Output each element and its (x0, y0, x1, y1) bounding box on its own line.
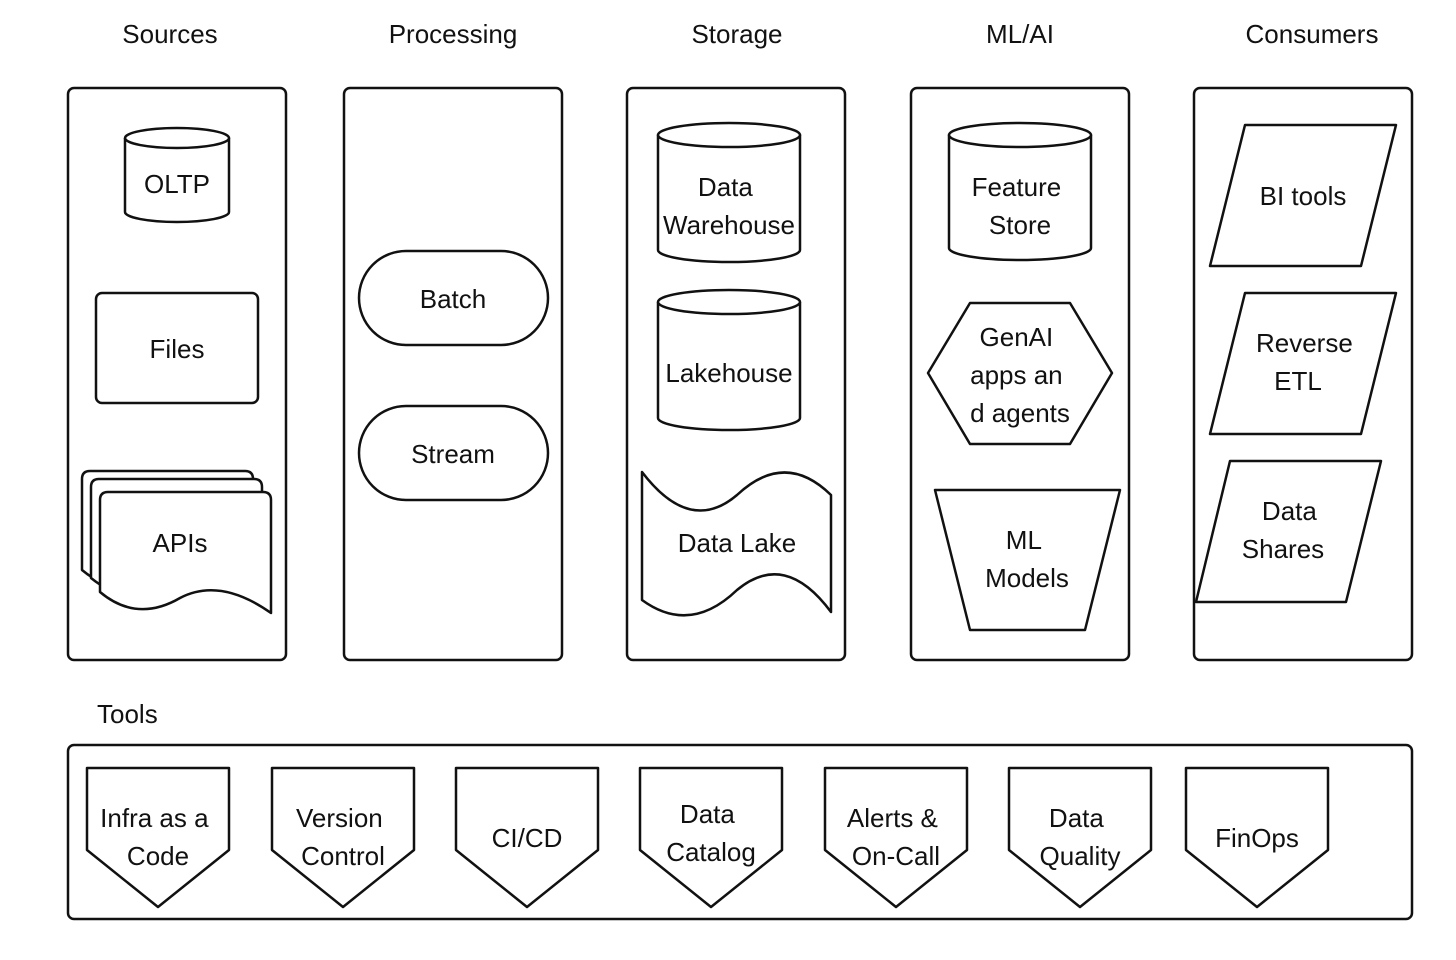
oltp-label: OLTP (144, 169, 210, 199)
column-title-storage: Storage (691, 19, 782, 49)
ml-models-trapezoid-node: ML Models (933, 488, 1122, 632)
tool-infra-as-code: Infra as a Code (85, 766, 231, 909)
data-catalog-label: Data Catalog (666, 799, 756, 867)
version-control-label: Version Control (296, 803, 390, 871)
apis-multi-document-node: APIs (80, 469, 273, 615)
oltp-database-node: OLTP (123, 126, 231, 224)
column-title-sources: Sources (122, 19, 217, 49)
tool-ci-cd: CI/CD (454, 766, 600, 909)
column-title-ml-ai: ML/AI (986, 19, 1054, 49)
tool-data-quality: Data Quality (1007, 766, 1153, 909)
data-shares-parallelogram-node: Data Shares (1194, 459, 1383, 604)
files-node: Files (94, 291, 260, 405)
tool-finops: FinOps (1184, 766, 1330, 909)
data-lake-wave-node: Data Lake (640, 470, 833, 617)
alerts-on-call-label: Alerts & On-Call (847, 803, 945, 871)
data-warehouse-database-node: Data Warehouse (656, 121, 802, 264)
files-label: Files (150, 334, 205, 364)
feature-store-label: Feature Store (972, 172, 1069, 240)
lakehouse-label: Lakehouse (665, 358, 792, 388)
column-title-processing: Processing (389, 19, 518, 49)
reverse-etl-label: Reverse ETL (1256, 328, 1360, 396)
genai-label: GenAI apps an d agents (970, 322, 1070, 428)
infra-as-code-label: Infra as a Code (100, 803, 216, 871)
data-quality-label: Data Quality (1040, 803, 1121, 871)
tools-title: Tools (97, 699, 158, 729)
data-lake-label: Data Lake (678, 528, 797, 558)
tool-data-catalog: Data Catalog (638, 766, 784, 909)
data-shares-label: Data Shares (1242, 496, 1324, 564)
bi-tools-label: BI tools (1260, 181, 1347, 211)
reverse-etl-parallelogram-node: Reverse ETL (1208, 291, 1398, 436)
ci-cd-label: CI/CD (492, 823, 563, 853)
apis-label: APIs (153, 528, 208, 558)
batch-label: Batch (420, 284, 487, 314)
finops-label: FinOps (1215, 823, 1299, 853)
ml-models-label: ML Models (985, 525, 1069, 593)
bi-tools-parallelogram-node: BI tools (1208, 123, 1398, 268)
processing-panel (342, 86, 564, 662)
stream-label: Stream (411, 439, 495, 469)
stream-node: Stream (357, 404, 550, 502)
genai-hexagon-node: GenAI apps an d agents (926, 301, 1114, 446)
batch-node: Batch (357, 249, 550, 347)
tool-version-control: Version Control (270, 766, 416, 909)
tool-alerts-on-call: Alerts & On-Call (823, 766, 969, 909)
lakehouse-database-node: Lakehouse (656, 288, 802, 432)
column-title-consumers: Consumers (1246, 19, 1379, 49)
feature-store-database-node: Feature Store (947, 121, 1093, 262)
data-warehouse-label: Data Warehouse (663, 172, 795, 240)
